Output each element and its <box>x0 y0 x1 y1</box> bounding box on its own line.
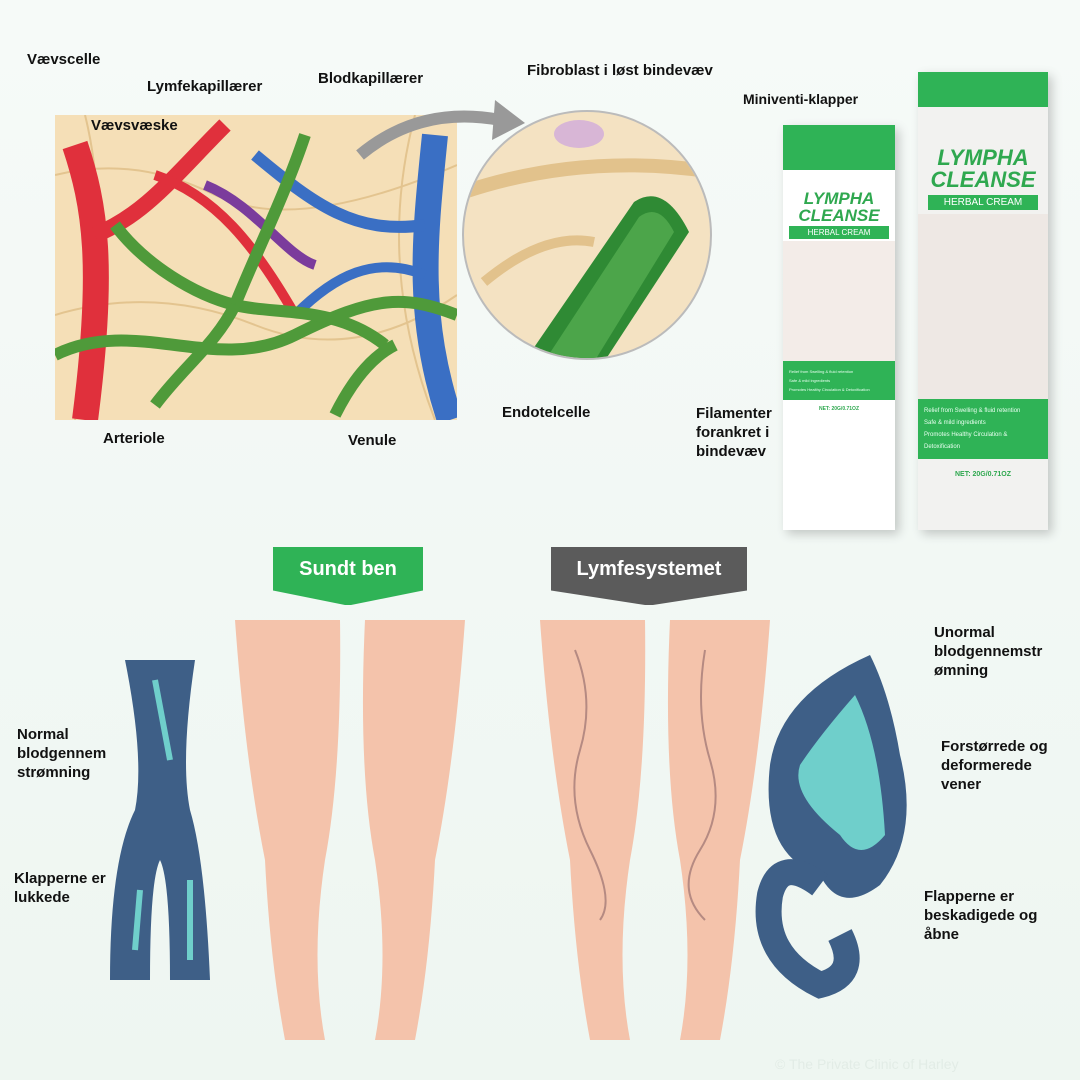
tube-title-2: CLEANSE <box>798 206 880 225</box>
healthy-vein <box>110 660 210 980</box>
tube-bullet: Safe & mild ingredients <box>789 378 831 383</box>
tube-legs-image <box>783 241 895 361</box>
watermark: © The Private Clinic of Harley <box>775 1056 959 1072</box>
varicose-legs <box>540 620 770 1040</box>
label-endotelcelle: Endotelcelle <box>502 404 591 421</box>
label-normal-flow-text: Normal blodgennem strømning <box>17 726 107 781</box>
box-bullet: Promotes Healthy Circulation & Detoxific… <box>924 432 1008 450</box>
healthy-legs <box>235 620 465 1040</box>
label-normal-flow: Normal blodgennem strømning <box>17 725 117 782</box>
label-vaevscelle: Vævscelle <box>27 51 101 68</box>
box-bullet: Safe & mild ingredients <box>924 420 986 426</box>
box-subtitle: HERBAL CREAM <box>928 195 1038 210</box>
curved-arrow <box>356 100 525 160</box>
tube-bullet: Relief from Swelling & fluid retention <box>789 369 854 374</box>
tube-bullets: Relief from Swelling & fluid retention S… <box>783 361 895 400</box>
product-tube: LYMPHA CLEANSE HERBAL CREAM Relief from … <box>783 125 895 530</box>
tube-net: NET: 20G/0.71OZ <box>818 406 859 412</box>
label-lymfekapillaerer: Lymfekapillærer <box>147 78 263 95</box>
label-damaged: Flapperne er beskadigede og åbne <box>924 888 1038 943</box>
label-miniventi: Miniventi-klapper <box>743 91 859 107</box>
tube-title-1: LYMPHA <box>803 189 875 208</box>
zoom-circle <box>462 110 712 360</box>
label-blodkapillaerer: Blodkapillærer <box>318 70 424 87</box>
box-top-band <box>918 72 1048 107</box>
tissue-diagram <box>55 115 457 420</box>
box-bullet: Relief from Swelling & fluid retention <box>924 408 1021 414</box>
label-abnormal-flow: Unormal blodgennemstr ømning <box>934 624 1043 679</box>
tube-bullet: Promotes Healthy Circulation & Detoxific… <box>789 387 870 392</box>
tube-subtitle: HERBAL CREAM <box>789 226 889 239</box>
lymph-vessel-illustration <box>464 120 710 358</box>
banner-healthy: Sundt ben <box>273 547 423 605</box>
box-bullets: Relief from Swelling & fluid retention S… <box>918 399 1048 459</box>
label-vaevsvaeske: Vævsvæske <box>91 117 178 134</box>
tube-top-band <box>783 125 895 170</box>
label-filamenter: Filamenter forankret i bindevæv <box>696 405 772 460</box>
label-fibroblast: Fibroblast i løst bindevæv <box>527 62 713 79</box>
box-net: NET: 20G/0.71OZ <box>954 471 1012 478</box>
varicose-vein <box>755 655 907 999</box>
label-arteriole: Arteriole <box>103 430 165 447</box>
box-title-2: CLEANSE <box>930 167 1036 192</box>
box-legs-image <box>918 214 1048 399</box>
label-valves-closed: Klapperne er lukkede <box>14 870 106 906</box>
label-enlarged: Forstørrede og deformerede vener <box>941 738 1048 793</box>
banner-lymph: Lymfesystemet <box>551 547 747 605</box>
product-box: LYMPHA CLEANSE HERBAL CREAM Relief from … <box>918 72 1048 530</box>
label-venule: Venule <box>348 432 397 449</box>
tissue-illustration <box>55 115 457 420</box>
box-title-1: LYMPHA <box>937 145 1029 170</box>
